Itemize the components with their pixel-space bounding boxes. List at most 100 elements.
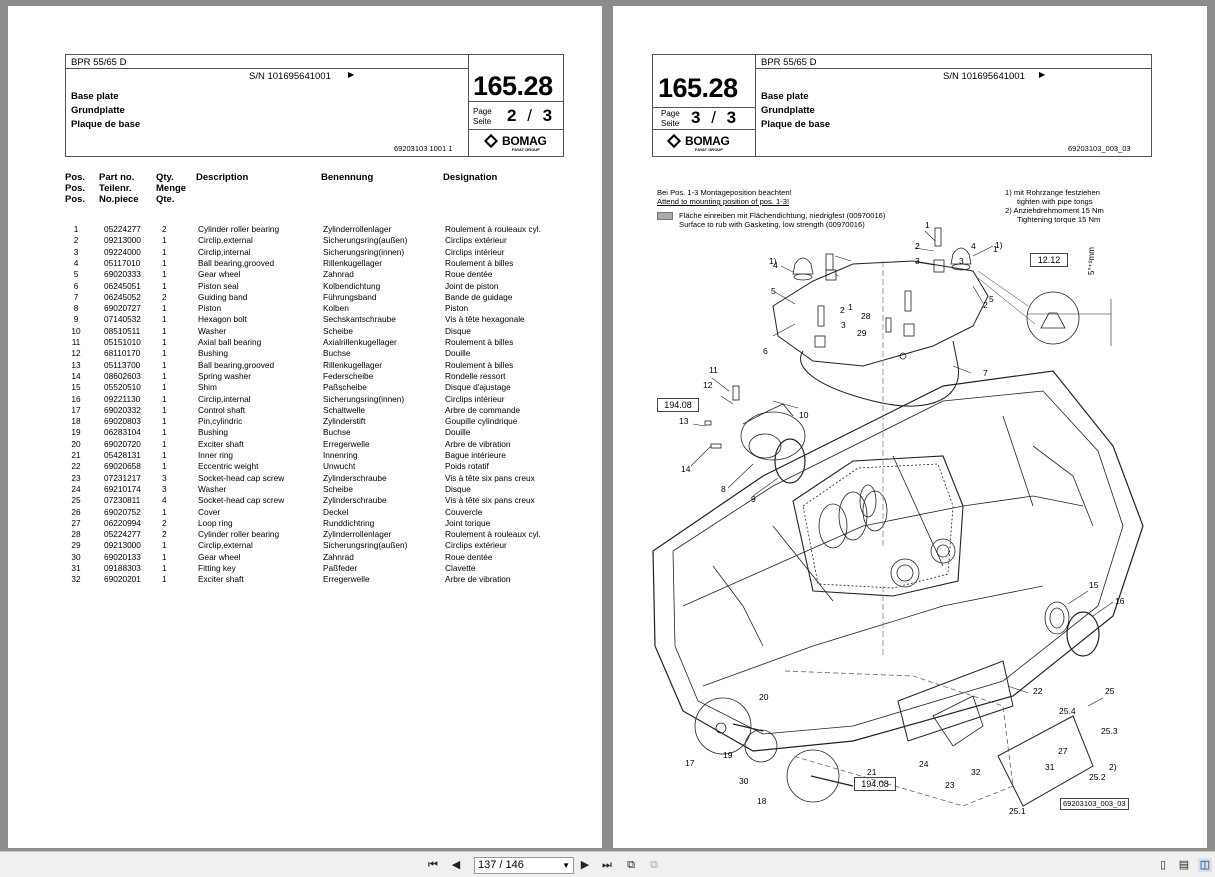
qty-cell: 2 — [162, 529, 167, 540]
pos-cell: 9 — [73, 314, 79, 325]
callout-label: 31 — [1045, 762, 1055, 772]
callout-label: 15 — [1089, 580, 1099, 590]
callout-label: 16 — [1115, 596, 1125, 606]
callout-label: 3 — [959, 256, 964, 266]
callout-label: 8 — [721, 484, 726, 494]
designation-cell: Roue dentée — [445, 269, 493, 280]
qty-cell: 1 — [162, 506, 167, 517]
designation-cell: Disque — [445, 325, 471, 336]
designation-cell: Clavette — [445, 563, 476, 573]
serial-label: S/N 101695641001 — [249, 71, 331, 82]
benennung-cell: Kolbendichtung — [323, 280, 381, 291]
qty-cell: 1 — [162, 280, 167, 291]
callout-label: 11 — [709, 365, 718, 375]
qty-cell: 1 — [162, 235, 167, 246]
next-page-icon[interactable]: ▶ — [580, 859, 590, 871]
designation-cell: Circlips intérieur — [445, 393, 505, 404]
designation-cell: Vis à tête six pans creux — [445, 495, 535, 506]
callout-label: 25.4 — [1059, 706, 1076, 716]
previous-page-icon[interactable]: ◀ — [451, 859, 461, 871]
group-number: 165.28 — [658, 73, 738, 103]
col-benennung: Benennung — [321, 172, 374, 183]
callout-label: 25.3 — [1101, 726, 1118, 736]
benennung-cell: Sicherungsring(innen) — [323, 246, 405, 257]
callout-label: 18 — [757, 796, 767, 806]
qty-cell: 1 — [162, 438, 167, 449]
description-cell: Cylinder roller bearing — [198, 224, 280, 234]
description-cell: Circlip,internal — [198, 246, 251, 257]
last-page-icon[interactable]: ⏭ — [602, 859, 612, 871]
page-number-field[interactable]: 137 / 146▼ — [474, 857, 574, 874]
ref-box-194-08-bottom: 194.08 — [854, 777, 896, 791]
model-label: BPR 55/65 D — [71, 57, 127, 68]
benennung-cell: Buchse — [323, 348, 351, 359]
pos-cell: 24 — [71, 483, 81, 494]
designation-cell: Arbre de commande — [445, 404, 521, 415]
page-counter: 3 / 3 — [691, 108, 740, 127]
description-cell: Gear wheel — [198, 269, 241, 280]
description-cell: Circlip,external — [198, 540, 253, 551]
callout-label: 2 — [915, 241, 920, 251]
benennung-cell: Schaltwelle — [323, 404, 365, 415]
description-cell: Axial ball bearing — [198, 337, 262, 347]
part-number-cell: 69020133 — [104, 551, 141, 562]
callout-label: 21 — [867, 767, 877, 777]
pos-cell: 15 — [71, 382, 81, 393]
doc-ref: 69203103_003_03 — [1068, 144, 1131, 153]
part-number-cell: 09224000 — [104, 246, 141, 257]
pos-cell: 10 — [71, 325, 81, 336]
part-number-cell: 69020333 — [104, 269, 141, 280]
designation-cell: Circlips extérieur — [445, 540, 507, 551]
fit-page-icon[interactable]: ⧉ — [650, 859, 658, 871]
qty-cell: 4 — [162, 495, 167, 506]
pos-cell: 18 — [71, 416, 81, 427]
description-cell: Circlip,external — [198, 235, 253, 246]
benennung-cell: Axialrillenkugellager — [323, 337, 397, 347]
rotate-view-icon[interactable]: ⧉ — [627, 859, 635, 871]
callout-label: 1 — [993, 244, 998, 254]
benennung-cell: Zylinderrollenlager — [323, 224, 392, 234]
callout-label: 1 — [925, 220, 930, 230]
gasket-legend: Fläche einreiben mit Flächendichtung, ni… — [657, 211, 885, 229]
callout-label: 27 — [1058, 746, 1068, 756]
description-cell: Gear wheel — [198, 551, 241, 562]
callout-label: 2 — [983, 300, 988, 310]
part-number-cell: 69210174 — [104, 483, 141, 494]
designation-cell: Disque — [445, 483, 471, 494]
part-number-cell: 05117010 — [104, 257, 141, 268]
benennung-cell: Sicherungsring(innen) — [323, 393, 405, 404]
callout-label: 23 — [945, 780, 955, 790]
description-cell: Bushing — [198, 427, 228, 438]
first-page-icon[interactable]: ⏮ — [428, 859, 438, 871]
description-cell: Pin,cylindric — [198, 416, 243, 427]
part-number-cell: 06245051 — [104, 280, 141, 291]
title-en: Base plate — [761, 91, 809, 102]
qty-cell: 1 — [162, 325, 167, 336]
part-number-cell: 08602603 — [104, 370, 141, 381]
model-label: BPR 55/65 D — [761, 57, 817, 68]
part-number-cell: 09213000 — [104, 540, 141, 551]
description-cell: Guiding band — [198, 291, 248, 302]
description-cell: Socket-head cap screw — [198, 472, 285, 483]
part-number-cell: 07231217 — [104, 472, 141, 483]
pos-cell: 13 — [71, 359, 81, 370]
continuous-view-icon[interactable]: ▤ — [1178, 859, 1190, 871]
two-page-view-icon[interactable]: ◫ — [1198, 858, 1212, 872]
benennung-cell: Runddichtring — [323, 517, 375, 528]
single-page-view-icon[interactable]: ▯ — [1159, 859, 1167, 871]
benennung-cell: Zylinderschraube — [323, 472, 387, 483]
designation-cell: Arbre de vibration — [445, 574, 511, 585]
callout-label: 13 — [679, 416, 689, 426]
designation-cell: Roulement à rouleaux cyl. — [445, 529, 541, 540]
description-cell: Exciter shaft — [198, 574, 244, 585]
callout-label: 25.2 — [1089, 772, 1106, 782]
qty-cell: 1 — [162, 359, 167, 370]
